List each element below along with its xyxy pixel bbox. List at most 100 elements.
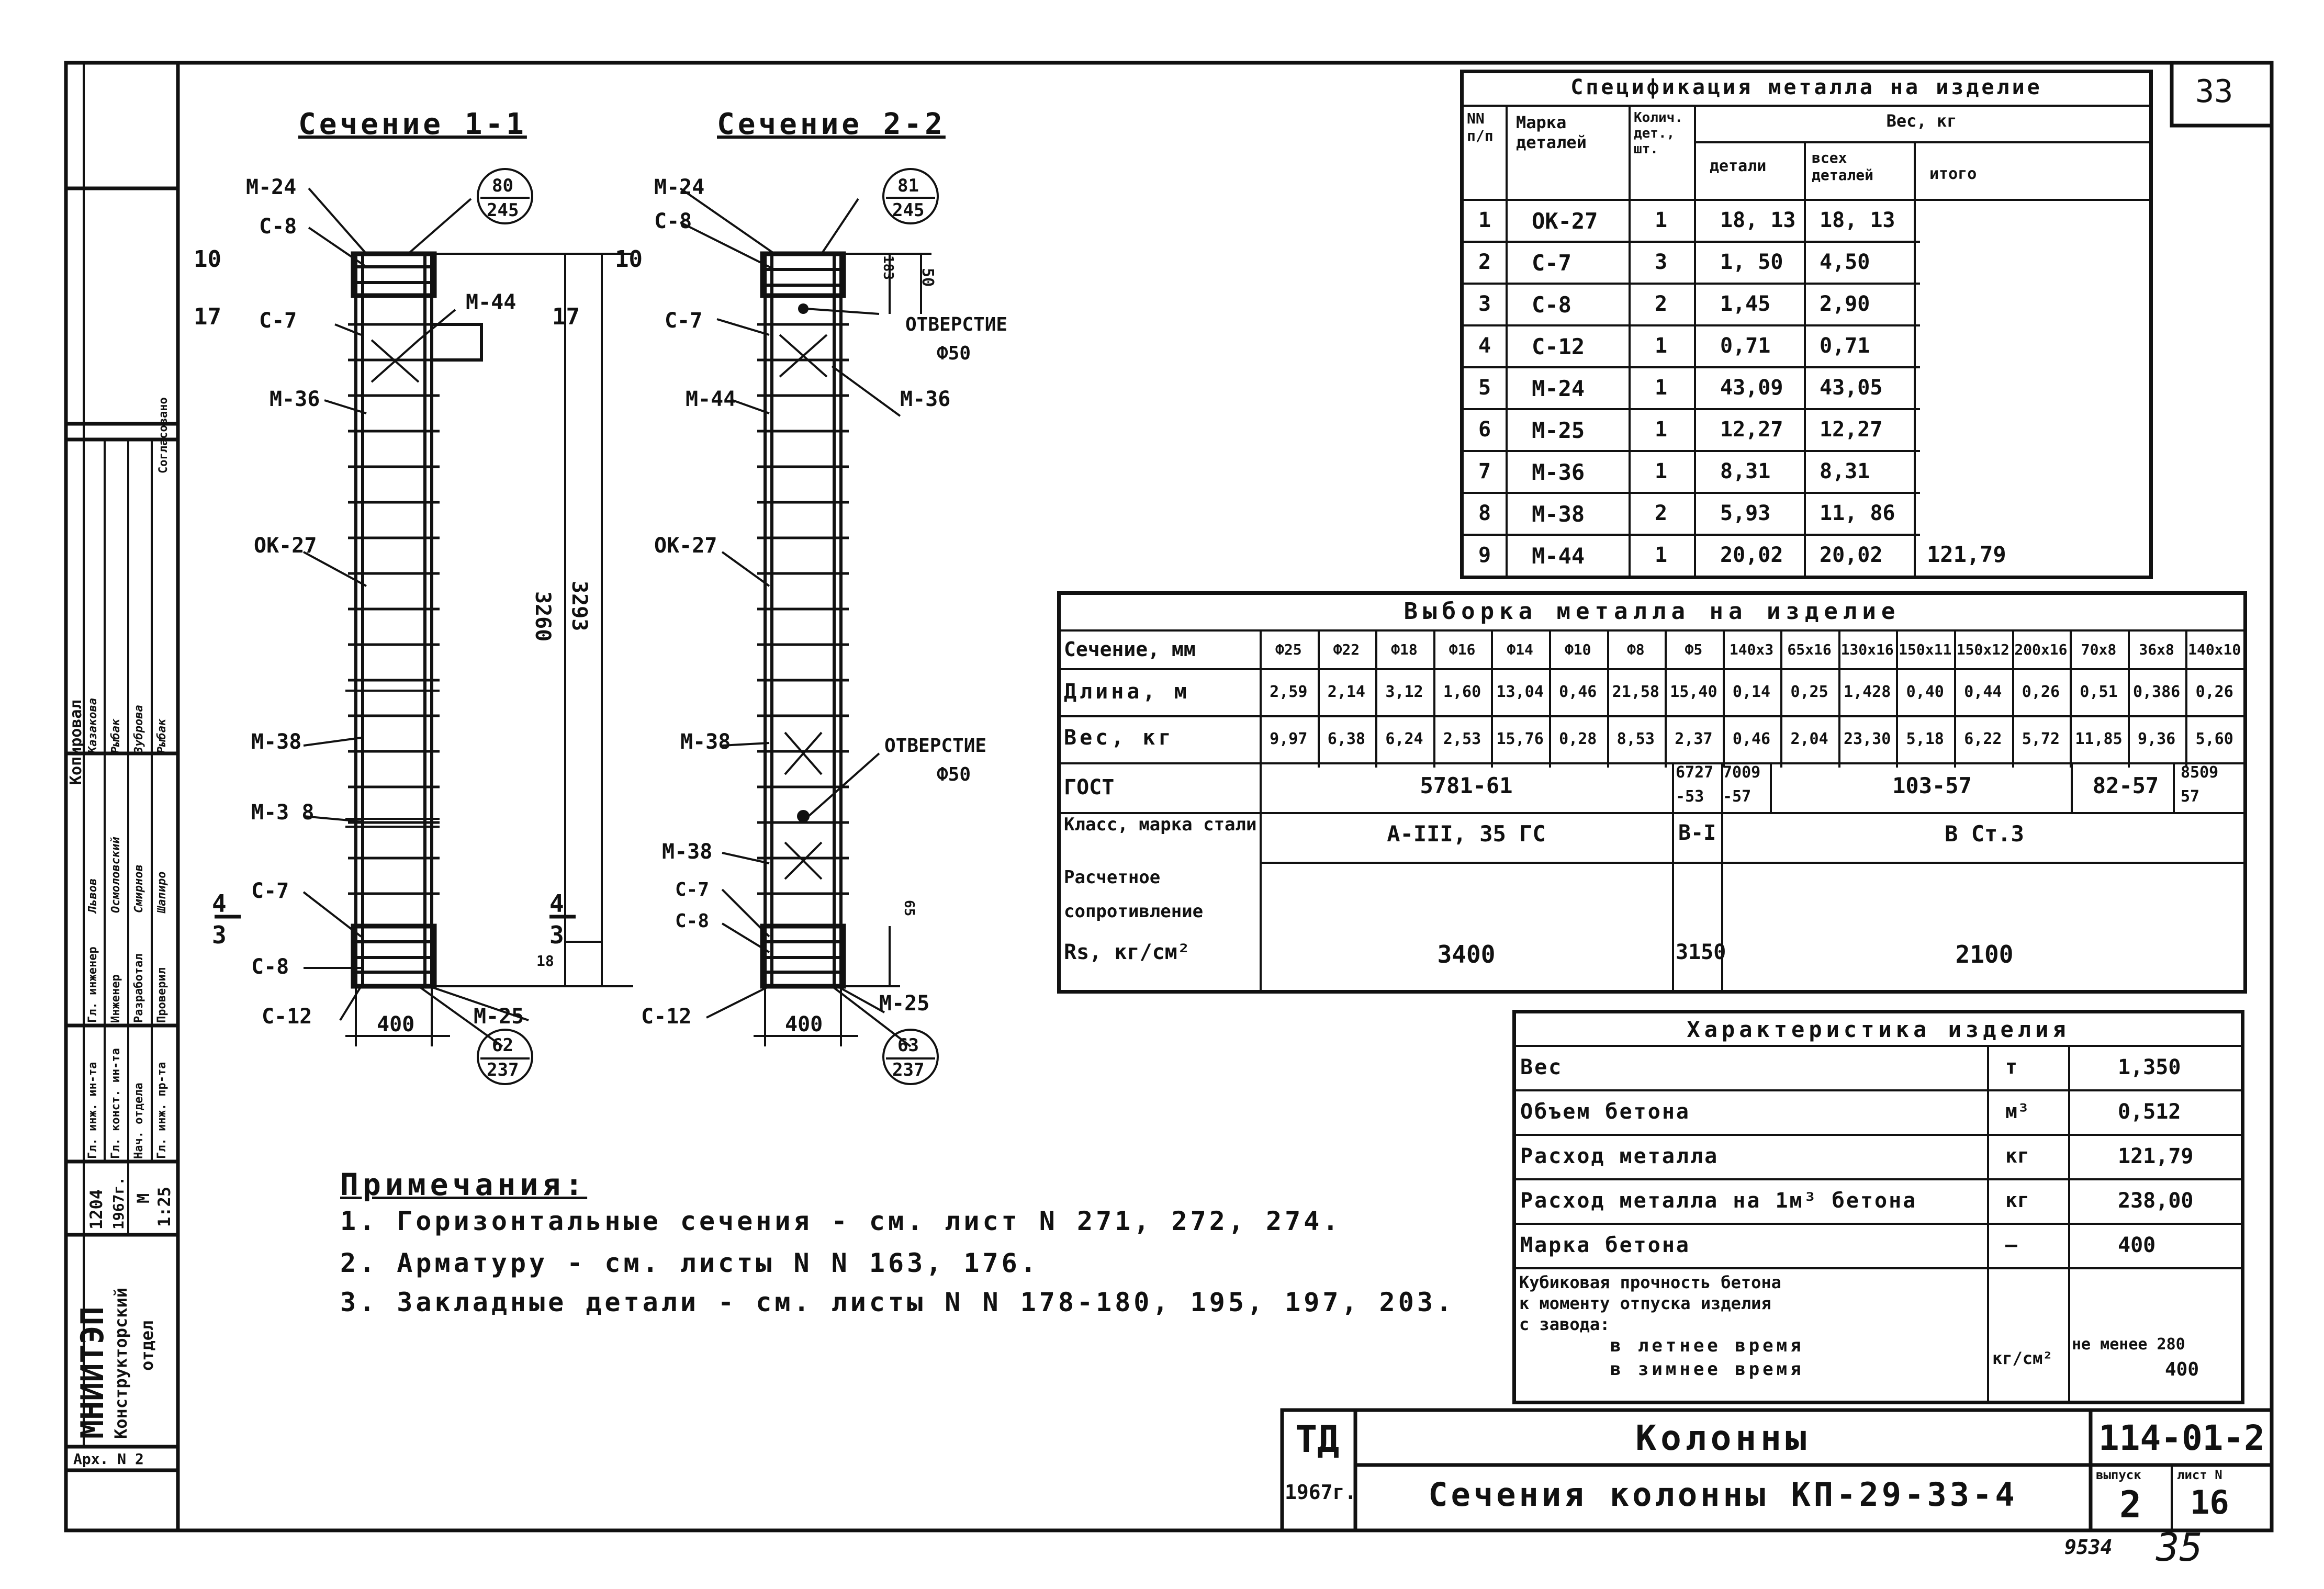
sel-weight: 23,30 <box>1844 730 1891 748</box>
sel-weight: 6,38 <box>1327 730 1365 748</box>
sec1-label-m36: М-36 <box>270 387 320 411</box>
spec-row-w1: 20,02 <box>1720 543 1783 567</box>
sel-section: Ф14 <box>1507 641 1533 658</box>
char-row-label: Марка бетона <box>1520 1233 1690 1257</box>
char-cube-l2: к моменту отпуска изделия <box>1519 1293 1771 1313</box>
sec1-label-d17r: 17 <box>552 303 580 330</box>
sel-col-line <box>1548 629 1551 768</box>
spec-row-w1: 1, 50 <box>1720 250 1783 274</box>
stamp-year2: 1967г. <box>110 1176 127 1230</box>
sel-weight: 0,28 <box>1559 730 1597 748</box>
sel-length: 0,25 <box>1790 683 1828 701</box>
spec-row-wa: 0,71 <box>1820 334 1870 358</box>
inv-number: 9534 <box>2064 1536 2113 1559</box>
spec-row-mark: М-24 <box>1532 376 1585 401</box>
sel-section: 65x16 <box>1787 641 1832 658</box>
sec1-label-d18: 18 <box>536 952 554 970</box>
spec-row-qty: 3 <box>1655 250 1668 274</box>
sel-weight: 5,72 <box>2022 730 2060 748</box>
sel-col-line <box>1375 629 1378 768</box>
sel-length: 21,58 <box>1612 683 1659 701</box>
stamp-dept2: отдел <box>137 1320 157 1371</box>
char-row-value: 1,350 <box>2118 1055 2181 1079</box>
sec2-label-circle_bot_b: 237 <box>892 1060 925 1080</box>
char-row-line <box>1516 1223 2241 1225</box>
sel-weight: 9,36 <box>2137 730 2176 748</box>
sec1-label-c8a: С-8 <box>259 215 297 239</box>
sec1-dim-3293: 3293 <box>567 581 591 632</box>
title-name: Колонны <box>1635 1418 1811 1458</box>
sel-gost-f1: 8509 <box>2181 763 2219 782</box>
sel-group-line <box>1672 762 1674 990</box>
sec1-label-circle_bot_b: 237 <box>487 1060 519 1080</box>
title-issue: 2 <box>2119 1483 2142 1526</box>
sel-weight: 8,53 <box>1616 730 1655 748</box>
sel-group-line <box>2071 762 2073 812</box>
sec2-label-circle_bot_a: 63 <box>897 1035 919 1056</box>
char-cube-unit: кг/см² <box>1992 1348 2053 1368</box>
spec-row-line <box>1464 534 1920 536</box>
spec-row-mark: М-36 <box>1532 459 1585 485</box>
sel-weight: 15,76 <box>1496 730 1544 748</box>
sel-l-gost: ГОСТ <box>1064 775 1115 799</box>
sel-gost-f2: 57 <box>2181 787 2200 806</box>
sec1-label-m44: М-44 <box>466 290 517 314</box>
sel-length: 0,44 <box>1964 683 2002 701</box>
stamp-name: Казакова <box>86 698 99 753</box>
char-cube-l4: в летнее время <box>1610 1335 1804 1356</box>
char-row-unit: кг <box>2005 1144 2029 1167</box>
sel-section: 140x3 <box>1729 641 1774 658</box>
sel-col-line <box>1838 629 1840 768</box>
sec1-label-circle_bot_a: 62 <box>492 1035 513 1056</box>
spec-total: 121,79 <box>1927 542 2006 567</box>
sel-group-line <box>2173 762 2175 812</box>
spec-row-n: 7 <box>1478 459 1491 483</box>
sel-section: Ф5 <box>1685 641 1703 658</box>
sec1-label-sec_b: 3 <box>212 921 227 949</box>
sel-group-line <box>1770 762 1772 812</box>
spec-row-qty: 1 <box>1655 376 1668 400</box>
sel-col-line <box>1607 629 1609 768</box>
spec-row-line <box>1464 366 1920 368</box>
sel-l-weight: Вес, кг <box>1064 726 1174 750</box>
sel-l-resist2: сопротивление <box>1064 901 1204 922</box>
char-row-value: 400 <box>2118 1233 2156 1257</box>
sec1-label-circle_top_a: 80 <box>492 175 513 196</box>
sel-section: Ф8 <box>1626 641 1645 658</box>
char-row-unit: — <box>2005 1233 2017 1256</box>
sec1-label-c12: С-12 <box>262 1005 312 1029</box>
spec-row-qty: 1 <box>1655 334 1668 358</box>
sel-gost-b2: -53 <box>1676 787 1704 806</box>
sel-weight: 11,85 <box>2075 730 2123 748</box>
spec-title: Спецификация металла на изделие <box>1570 75 2042 99</box>
spec-row-mark: М-44 <box>1532 543 1585 569</box>
char-row-label: Расход металла на 1м³ бетона <box>1520 1189 1917 1213</box>
sel-section: Ф16 <box>1449 641 1476 658</box>
sec2-dim-183: 183 <box>880 255 896 280</box>
char-row-line <box>1516 1178 2241 1180</box>
sel-length: 1,428 <box>1844 683 1891 701</box>
spec-row-n: 1 <box>1478 208 1491 232</box>
spec-h-wa: всех деталей <box>1812 149 1874 184</box>
stamp-copy: Копировал <box>67 700 85 785</box>
stamp-role: Проверил <box>155 967 169 1023</box>
sec1-label-d10r: 10 <box>615 246 643 273</box>
stamp-name: Смирнов <box>132 864 145 913</box>
sel-col-line <box>2012 629 2014 768</box>
spec-row-n: 3 <box>1478 292 1491 316</box>
sel-weight: 0,46 <box>1732 730 1771 748</box>
sel-length: 0,46 <box>1559 683 1597 701</box>
spec-row-line <box>1464 241 1920 243</box>
sec1-label-m24: М-24 <box>246 175 297 199</box>
sel-weight: 6,24 <box>1385 730 1423 748</box>
sel-weight: 6,22 <box>1964 730 2002 748</box>
sel-section: Ф22 <box>1333 641 1360 658</box>
spec-h-mark: Марка деталей <box>1516 112 1587 152</box>
stamp-role: Нач. отдела <box>132 1083 145 1159</box>
sel-length: 0,26 <box>2195 683 2233 701</box>
spec-row-n: 6 <box>1478 418 1491 442</box>
sec1-label-m25: М-25 <box>474 1005 524 1029</box>
